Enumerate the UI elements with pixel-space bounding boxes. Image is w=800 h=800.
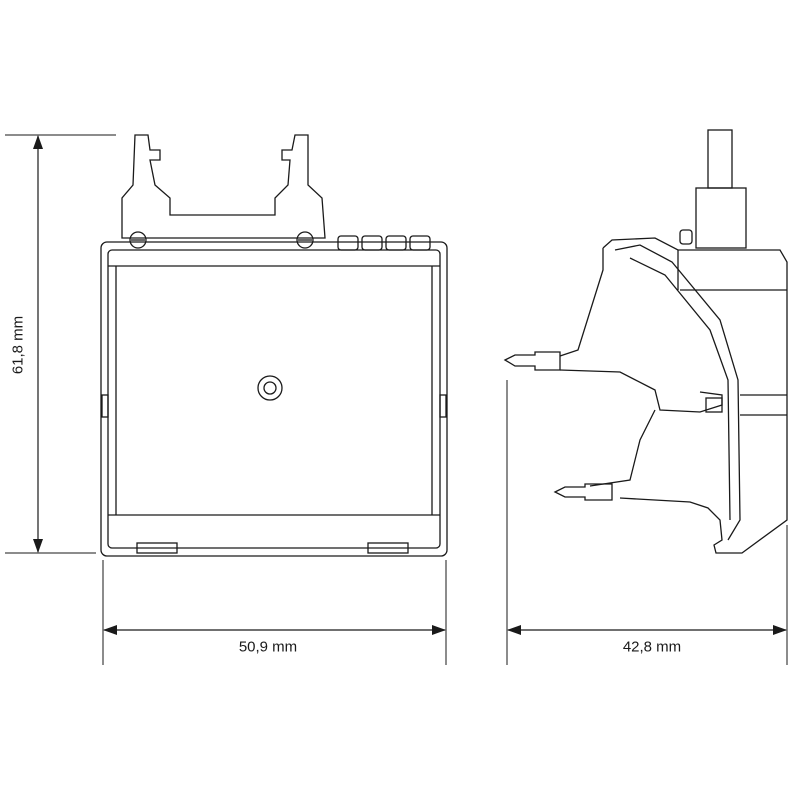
mounting-bracket — [121, 134, 326, 239]
bottom-clip-left — [136, 542, 178, 554]
dimension-depth — [506, 380, 788, 665]
screw-right — [296, 231, 314, 249]
center-screw — [257, 375, 283, 401]
depth-dimension-label: 42,8 mm — [622, 638, 682, 656]
screw-left — [129, 231, 147, 249]
front-view — [100, 134, 448, 557]
terminal-pin-lower — [553, 483, 613, 501]
terminal-pin-upper — [503, 351, 561, 371]
side-housing — [559, 237, 788, 554]
terminal-buttons — [337, 235, 431, 251]
dimension-width — [102, 560, 447, 665]
dimension-height — [5, 134, 116, 554]
side-view — [503, 129, 788, 554]
housing — [100, 241, 448, 557]
bottom-clip-right — [367, 542, 409, 554]
width-dimension-label: 50,9 mm — [238, 638, 298, 656]
actuator-post — [707, 129, 733, 189]
height-dimension-label: 61,8 mm — [9, 315, 27, 375]
